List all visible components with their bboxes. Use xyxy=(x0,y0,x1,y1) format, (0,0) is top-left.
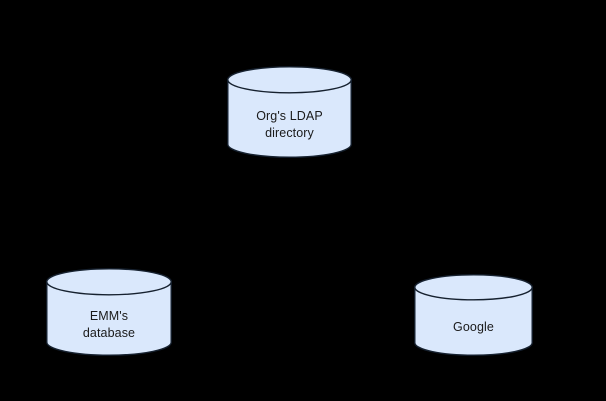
database-cylinder-icon xyxy=(227,66,352,158)
node-ldap[interactable]: Org's LDAP directory xyxy=(227,66,352,158)
node-google[interactable]: Google xyxy=(414,274,533,356)
node-emm[interactable]: EMM's database xyxy=(46,268,172,356)
database-cylinder-icon xyxy=(46,268,172,356)
database-cylinder-icon xyxy=(414,274,533,356)
